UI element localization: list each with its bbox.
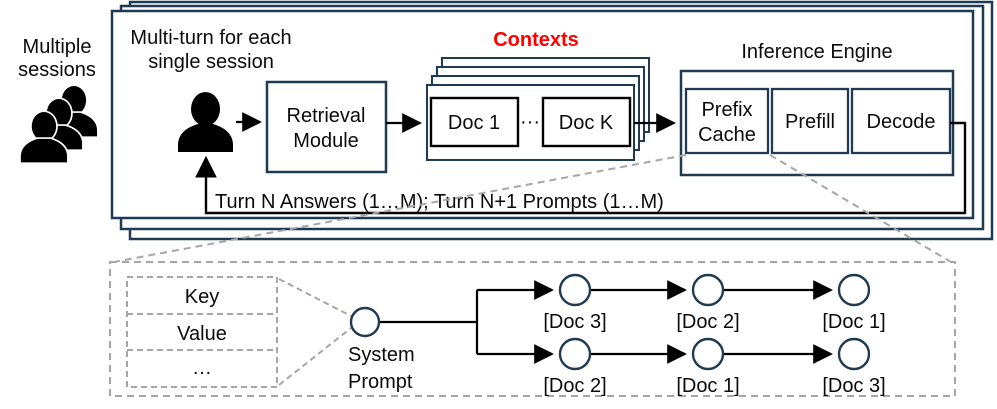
bottom-chain-label-1: [Doc 2] — [543, 375, 606, 397]
system-prompt-node — [349, 306, 381, 338]
kv-converge-top — [278, 278, 352, 317]
retrieval-module-box — [265, 80, 388, 174]
prefix-cache-label-line2: Cache — [698, 124, 756, 146]
prefill-label: Prefill — [785, 111, 835, 133]
kv-to-root-lines — [278, 278, 352, 386]
prefix-cache-label-line1: Prefix — [701, 99, 752, 121]
tree-nodes — [558, 273, 871, 371]
inference-engine-title: Inference Engine — [741, 41, 892, 63]
doc-first-box — [429, 96, 520, 148]
kv-row-value: Value — [177, 323, 227, 345]
decode-label: Decode — [867, 111, 936, 133]
doc-first-label: Doc 1 — [448, 112, 500, 134]
decode-box — [850, 87, 952, 155]
prefix-cache-box — [684, 87, 770, 155]
kv-table-border — [126, 276, 278, 388]
retrieval-module-label-line2: Module — [293, 130, 359, 152]
prefix-tree-lines — [379, 280, 833, 364]
node-top-3 — [837, 273, 871, 307]
contexts-title: Contexts — [493, 29, 579, 51]
retrieval-module-label-line1: Retrieval — [287, 105, 366, 127]
node-top-2 — [691, 273, 725, 307]
session-title-line2: single session — [148, 51, 274, 73]
bottom-chain-label-3: [Doc 3] — [822, 375, 885, 397]
doc-last-box — [541, 96, 632, 148]
multiple-sessions-icon — [19, 84, 99, 165]
bottom-chain-label-2: [Doc 1] — [676, 375, 739, 397]
multiple-sessions-label-line1: Multiple — [23, 36, 92, 58]
node-bottom-3 — [837, 337, 871, 371]
node-top-1 — [558, 273, 592, 307]
system-prompt-label-line1: System — [348, 344, 415, 366]
callout-line-left — [113, 154, 687, 263]
contexts-ellipsis: ··· — [520, 111, 540, 133]
kv-converge-bottom — [278, 327, 352, 386]
feedback-loop-line — [195, 121, 967, 215]
tree-branch-line — [379, 290, 479, 354]
prefill-box — [770, 87, 850, 155]
node-bottom-1 — [558, 337, 592, 371]
kv-table — [126, 276, 278, 388]
kv-row-key: Key — [185, 286, 219, 308]
session-title-line1: Multi-turn for each — [130, 27, 291, 49]
multiple-sessions-label-line2: sessions — [18, 59, 96, 81]
doc-last-label: Doc K — [559, 112, 614, 134]
node-bottom-2 — [691, 337, 725, 371]
top-chain-label-3: [Doc 1] — [822, 311, 885, 333]
kv-row-ellipsis: … — [192, 357, 212, 379]
top-chain-label-1: [Doc 3] — [543, 311, 606, 333]
feedback-label: Turn N Answers (1…M); Turn N+1 Prompts (… — [215, 191, 664, 213]
system-prompt-label-line2: Prompt — [348, 371, 413, 393]
top-chain-label-2: [Doc 2] — [676, 311, 739, 333]
callout-lines — [113, 154, 952, 263]
